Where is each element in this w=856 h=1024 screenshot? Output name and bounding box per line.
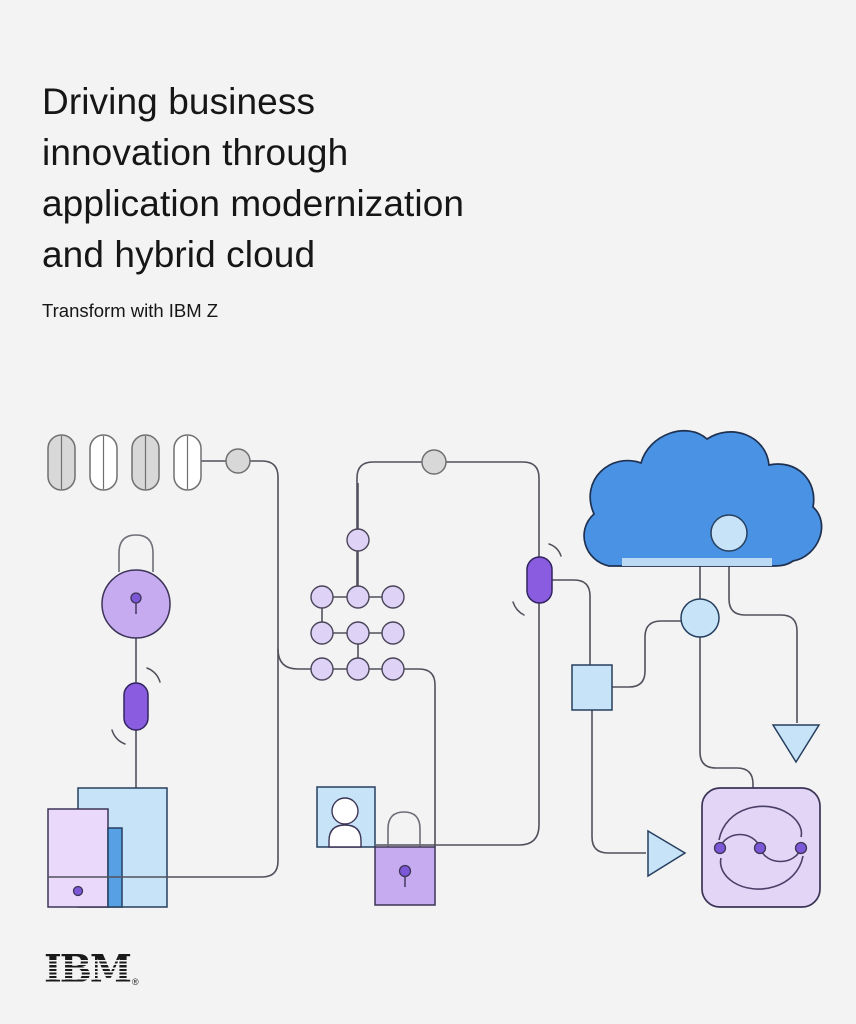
padlock-circle-icon xyxy=(101,534,171,639)
device-stack-icon xyxy=(47,787,258,908)
cloud-icon xyxy=(583,429,823,567)
title-line: innovation through xyxy=(42,132,349,173)
footer-brand: IBM ® xyxy=(42,946,139,991)
ibm-logo: IBM xyxy=(42,946,132,991)
node-grid-icon xyxy=(310,528,405,681)
data-pills-icon xyxy=(47,434,202,491)
title-line: application modernization xyxy=(42,183,465,224)
title-line: Driving business xyxy=(42,81,316,122)
connector-node-icon xyxy=(421,449,447,475)
connector-node-icon xyxy=(225,448,251,474)
capsule-icon xyxy=(512,543,562,616)
title-line: and hybrid cloud xyxy=(42,234,316,275)
port-circle-icon xyxy=(710,514,748,552)
arrow-right-icon xyxy=(647,829,687,878)
subtitle: Transform with IBM Z xyxy=(42,300,219,321)
sync-panel-icon xyxy=(701,787,821,908)
padlock-square-icon xyxy=(374,811,436,906)
connector-lines xyxy=(135,460,798,878)
junction-circle-icon xyxy=(680,598,720,638)
cover-header: Driving business innovation through appl… xyxy=(42,76,816,322)
page-title: Driving business innovation through appl… xyxy=(42,76,816,280)
process-square-icon xyxy=(571,664,613,711)
user-card-icon xyxy=(316,786,376,848)
capsule-icon xyxy=(111,667,161,745)
arrow-down-icon xyxy=(771,724,821,764)
registered-trademark: ® xyxy=(131,977,139,987)
